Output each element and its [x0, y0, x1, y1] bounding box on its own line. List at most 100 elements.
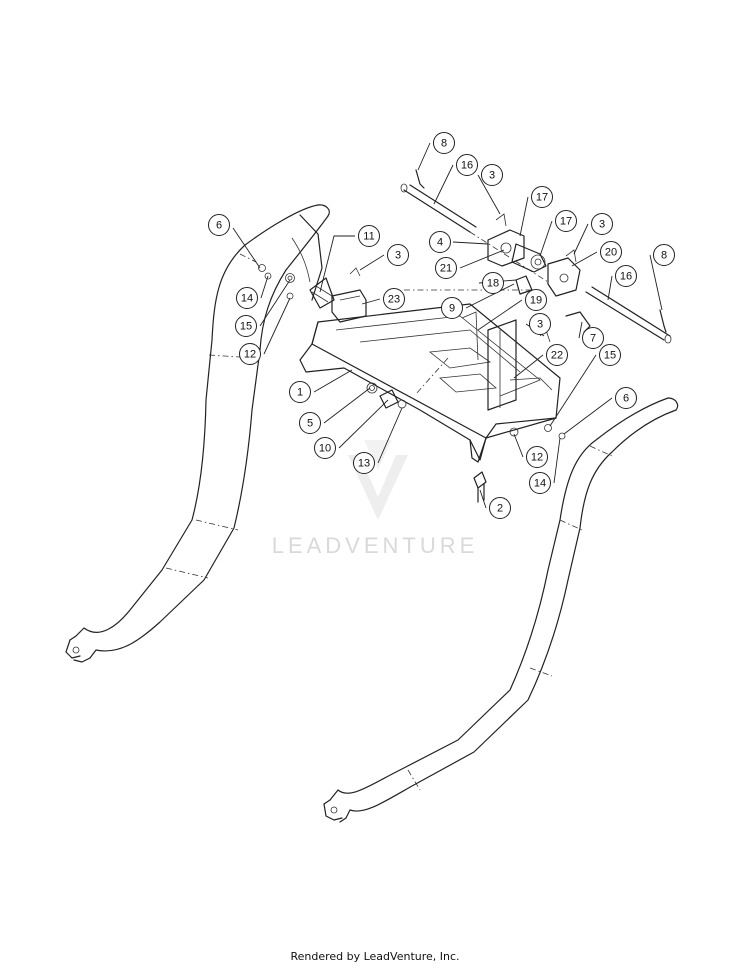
- callout-18[interactable]: 18: [482, 272, 504, 294]
- callout-label: 2: [497, 503, 503, 515]
- callout-1[interactable]: 1: [289, 381, 311, 403]
- callout-label: 14: [534, 478, 546, 490]
- callout-label: 6: [623, 393, 629, 405]
- callout-label: 8: [661, 250, 667, 262]
- callout-5[interactable]: 5: [299, 412, 321, 434]
- callout-circle: [441, 297, 463, 319]
- callout-label: 9: [449, 303, 455, 315]
- callout-21[interactable]: 21: [435, 257, 457, 279]
- callout-label: 3: [537, 319, 543, 331]
- callout-circle: [482, 272, 504, 294]
- callout-15[interactable]: 15: [235, 315, 257, 337]
- callout-circle: [456, 154, 478, 176]
- callout-23[interactable]: 23: [383, 288, 405, 310]
- watermark-text: LEADVENTURE: [272, 533, 479, 558]
- callout-circle: [591, 213, 613, 235]
- callout-label: 7: [590, 333, 596, 345]
- callout-14[interactable]: 14: [529, 472, 551, 494]
- callout-20[interactable]: 20: [600, 241, 622, 263]
- callout-label: 23: [388, 294, 400, 306]
- callout-9[interactable]: 9: [441, 297, 463, 319]
- callout-11[interactable]: 11: [358, 225, 380, 247]
- callout-22[interactable]: 22: [546, 344, 568, 366]
- callout-label: 1: [297, 387, 303, 399]
- callout-circle: [481, 164, 503, 186]
- callout-3[interactable]: 3: [591, 213, 613, 235]
- callout-8[interactable]: 8: [433, 132, 455, 154]
- callout-label: 3: [395, 250, 401, 262]
- callout-3[interactable]: 3: [529, 313, 551, 335]
- leadventure-logo-icon: [348, 440, 408, 520]
- callout-circle: [387, 244, 409, 266]
- callout-label: 22: [551, 350, 563, 362]
- callout-17[interactable]: 17: [531, 186, 553, 208]
- callout-label: 16: [620, 271, 632, 283]
- callout-circle: [546, 344, 568, 366]
- callout-group: 1233334566788910111212131414151516161717…: [208, 132, 675, 519]
- callout-circle: [529, 472, 551, 494]
- callout-3[interactable]: 3: [481, 164, 503, 186]
- callout-label: 8: [441, 138, 447, 150]
- callout-17[interactable]: 17: [555, 210, 577, 232]
- callout-circle: [299, 412, 321, 434]
- callout-15[interactable]: 15: [599, 344, 621, 366]
- callout-circle: [555, 210, 577, 232]
- callout-label: 18: [487, 278, 499, 290]
- callout-circle: [208, 214, 230, 236]
- linkage-plates: [309, 229, 591, 333]
- callout-12[interactable]: 12: [239, 343, 261, 365]
- callout-label: 4: [437, 237, 443, 249]
- callout-circle: [383, 288, 405, 310]
- callout-label: 14: [241, 293, 253, 305]
- right-handle-tube: [323, 397, 679, 823]
- callout-4[interactable]: 4: [429, 231, 451, 253]
- callout-circle: [600, 241, 622, 263]
- callout-circle: [435, 257, 457, 279]
- callout-circle: [239, 343, 261, 365]
- callout-10[interactable]: 10: [314, 437, 336, 459]
- callout-6[interactable]: 6: [615, 387, 637, 409]
- callout-circle: [529, 313, 551, 335]
- callout-16[interactable]: 16: [456, 154, 478, 176]
- callout-circle: [525, 289, 547, 311]
- callout-13[interactable]: 13: [353, 452, 375, 474]
- footer-credit: Rendered by LeadVenture, Inc.: [290, 950, 460, 963]
- callout-circle: [653, 244, 675, 266]
- callout-label: 20: [605, 247, 617, 259]
- callout-circle: [433, 132, 455, 154]
- callout-circle: [582, 327, 604, 349]
- callout-circle: [531, 186, 553, 208]
- callout-label: 16: [461, 160, 473, 172]
- watermark: LEADVENTURE: [272, 440, 479, 558]
- callout-7[interactable]: 7: [582, 327, 604, 349]
- callout-label: 12: [531, 452, 543, 464]
- callout-label: 11: [363, 231, 374, 243]
- callout-label: 12: [244, 349, 256, 361]
- callout-12[interactable]: 12: [526, 446, 548, 468]
- callout-circle: [235, 315, 257, 337]
- callout-circle: [615, 387, 637, 409]
- callout-label: 3: [599, 219, 605, 231]
- callout-circle: [314, 437, 336, 459]
- callout-8[interactable]: 8: [653, 244, 675, 266]
- left-handle-tube: [65, 204, 330, 663]
- callout-16[interactable]: 16: [615, 265, 637, 287]
- callout-circle: [289, 381, 311, 403]
- callout-14[interactable]: 14: [236, 287, 258, 309]
- callout-label: 15: [604, 350, 616, 362]
- callout-3[interactable]: 3: [387, 244, 409, 266]
- callout-6[interactable]: 6: [208, 214, 230, 236]
- callout-circle: [429, 231, 451, 253]
- callout-label: 17: [536, 192, 548, 204]
- callout-label: 5: [307, 418, 313, 430]
- callout-circle: [599, 344, 621, 366]
- callout-19[interactable]: 19: [525, 289, 547, 311]
- callout-circle: [236, 287, 258, 309]
- callout-2[interactable]: 2: [489, 497, 511, 519]
- leader-lines: [232, 142, 663, 509]
- callout-label: 13: [358, 458, 370, 470]
- cross-shafts: [400, 183, 672, 344]
- callout-circle: [353, 452, 375, 474]
- callout-label: 21: [440, 263, 452, 275]
